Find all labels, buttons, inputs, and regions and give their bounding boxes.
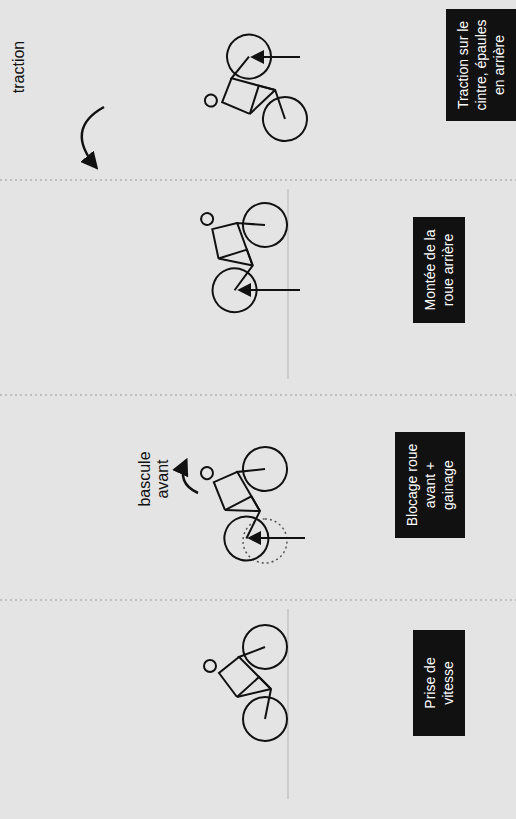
curved-arrow xyxy=(183,461,198,493)
bike-figure xyxy=(185,27,315,169)
step-text: Montée de la roue arrière xyxy=(421,227,457,313)
force-arrow xyxy=(250,537,305,539)
figure-label: traction xyxy=(10,22,28,112)
step-box: Prise de vitesse xyxy=(413,630,465,736)
force-arrow xyxy=(253,56,300,58)
step-box: Blocage roue avant + gainage xyxy=(395,432,465,538)
bike-figure xyxy=(182,432,292,566)
bike-figure xyxy=(204,625,287,741)
step-text: Traction sur le cintre, épaules en arriè… xyxy=(454,19,508,111)
guide-line xyxy=(288,189,289,799)
figure-label: bascule avant xyxy=(136,434,172,524)
force-arrow xyxy=(240,289,300,291)
step-box: Montée de la roue arrière xyxy=(413,217,465,323)
step-text: Blocage roue avant + gainage xyxy=(403,442,457,528)
curved-arrow xyxy=(82,107,104,167)
panel-separator xyxy=(0,180,516,600)
bike-figure xyxy=(170,179,294,319)
step-box: Traction sur le cintre, épaules en arriè… xyxy=(446,9,516,121)
step-text: Prise de vitesse xyxy=(421,640,457,726)
